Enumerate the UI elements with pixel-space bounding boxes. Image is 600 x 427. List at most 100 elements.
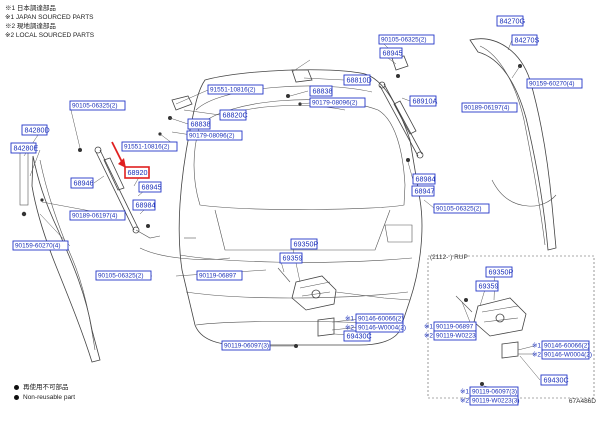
part-number: 90119-06897 (436, 324, 474, 331)
source-mark: ※1 (345, 316, 354, 323)
part-label-90119-06897-a[interactable]: 90119-06897 (196, 270, 243, 281)
non-reusable-dot-icon (14, 384, 19, 390)
part-label-90105-06325-a[interactable]: 90105-06325(2) (69, 100, 126, 111)
part-label-90179-08096-a[interactable]: 90179-08096(2) (186, 130, 243, 141)
part-number: 68810D (347, 76, 372, 85)
part-number: 90189-06197(4) (464, 105, 509, 112)
part-label-84280D[interactable]: 84280D (21, 124, 50, 136)
part-label-69430C[interactable]: 69430C (343, 330, 372, 342)
part-number-highlighted: 68920 (128, 168, 148, 177)
part-number: 84280D (25, 126, 50, 135)
part-number: 68838 (191, 120, 211, 129)
part-label-69359[interactable]: 69359 (279, 252, 303, 264)
diagram-ref-code: 67A486D (568, 398, 596, 405)
part-number: 90159-60270(4) (529, 81, 574, 88)
part-label-68838[interactable]: 68838 (187, 118, 211, 130)
variant-label: (2112- ) RUP (430, 254, 468, 261)
part-label-90146-W0004-a[interactable]: ※2 90146-W0004(2) (345, 322, 406, 333)
part-number: 90119-06097(3) (224, 343, 269, 350)
legend-text: Non-reusable part (23, 394, 76, 401)
part-label-68920[interactable]: 68920 (124, 166, 150, 179)
part-label-90105-06325-c[interactable]: 90105-06325(2) (378, 34, 435, 45)
part-number: 90146-60066(2) (544, 343, 589, 350)
legend-row-en: Non-reusable part (14, 393, 75, 403)
part-label-90105-06325-b[interactable]: 90105-06325(2) (95, 270, 152, 281)
source-mark: ※2 (424, 333, 433, 340)
part-label-84280E[interactable]: 84280E (10, 142, 39, 154)
part-label-90189-06197-a[interactable]: 90189-06197(4) (69, 210, 126, 221)
note-line: ※1 JAPAN SOURCED PARTS (5, 14, 94, 21)
part-number: 90119-W0223(3) (472, 398, 519, 405)
part-label-68984-b[interactable]: 68984 (412, 173, 436, 185)
back-door-outline (178, 69, 423, 346)
part-number: 68838 (313, 87, 333, 96)
part-number: 68945 (142, 183, 162, 192)
part-number: 84270G (500, 17, 526, 26)
part-number: 90105-06325(2) (98, 273, 143, 280)
part-label-68810D[interactable]: 68810D (343, 74, 372, 86)
part-number: 91551-10816(2) (210, 87, 255, 94)
part-label-68838-b[interactable]: 68838 (309, 85, 333, 97)
part-label-90179-08096-b[interactable]: 90179-08096(2) (309, 97, 366, 108)
note-line: ※1 日本調達部品 (5, 5, 56, 12)
part-number: 84270S (515, 36, 540, 45)
part-number: 69359 (479, 282, 499, 291)
part-number: 90146-60066(2) (358, 316, 403, 323)
part-label-69430C-b[interactable]: 69430C (540, 374, 569, 386)
part-label-69350P-b[interactable]: 69350P (485, 266, 513, 278)
right-pillar-trim (469, 38, 557, 251)
part-label-68820C[interactable]: 68820C (219, 109, 248, 121)
left-gas-strut (94, 146, 231, 260)
part-number: 90189-06197(4) (72, 213, 117, 220)
part-label-90159-60270-b[interactable]: 90159-60270(4) (526, 78, 583, 89)
part-label-91551-10816-b[interactable]: 91551-10816(2) (121, 141, 178, 152)
part-number: 90179-08096(2) (312, 100, 357, 107)
part-number: 84280E (14, 144, 39, 153)
sourcing-notes: ※1 日本調達部品 ※1 JAPAN SOURCED PARTS ※2 現地調達… (5, 4, 94, 40)
part-label-68946[interactable]: 68946 (70, 177, 94, 189)
part-number: 91551-10816(2) (124, 144, 169, 151)
part-number: 90119-W0223 (436, 333, 476, 340)
part-number: 90179-08096(2) (189, 133, 234, 140)
part-number: 90105-06325(2) (436, 206, 481, 213)
part-number: 69359 (283, 254, 303, 263)
note-line: ※2 現地調達部品 (5, 23, 56, 30)
part-label-90105-06325-d[interactable]: 90105-06325(2) (433, 203, 490, 214)
part-label-68984[interactable]: 68984 (132, 199, 156, 211)
part-label-90119-06097-a[interactable]: 90119-06097(3) (221, 340, 271, 351)
part-number: 68984 (416, 175, 436, 184)
part-label-90146-60066-a[interactable]: ※1 90146-60066(2) (345, 313, 403, 324)
part-number: 68910A (413, 97, 438, 106)
source-mark: ※1 (424, 324, 433, 331)
part-label-90159-60270-a[interactable]: 90159-60270(4) (12, 240, 69, 251)
part-label-90189-06197-b[interactable]: 90189-06197(4) (461, 102, 518, 113)
part-label-84270S[interactable]: 84270S (511, 34, 540, 46)
part-label-68945[interactable]: 68945 (138, 181, 162, 193)
part-label-68947[interactable]: 68947 (411, 185, 435, 197)
part-number: 90119-06097(3) (472, 389, 517, 396)
note-line: ※2 LOCAL SOURCED PARTS (5, 32, 95, 39)
source-mark: ※1 (532, 343, 541, 350)
part-label-91551-10816-a[interactable]: 91551-10816(2) (207, 84, 264, 95)
part-label-68945-b[interactable]: 68945 (379, 47, 403, 59)
legend-row-jp: 再使用不可部品 (14, 383, 75, 393)
part-number: 90146-W0004(2) (358, 325, 406, 332)
part-number: 69430C (347, 332, 372, 341)
part-label-69359-b[interactable]: 69359 (475, 280, 499, 292)
legend-text: 再使用不可部品 (23, 384, 69, 391)
part-label-68910A[interactable]: 68910A (409, 95, 438, 107)
source-mark: ※2 (460, 398, 469, 405)
part-label-84270G[interactable]: 84270G (496, 15, 526, 27)
part-label-69350P[interactable]: 69350P (290, 238, 318, 250)
legend: 再使用不可部品 Non-reusable part (14, 383, 75, 403)
part-number: 69430C (544, 376, 569, 385)
source-mark: ※2 (345, 325, 354, 332)
source-mark: ※1 (460, 389, 469, 396)
